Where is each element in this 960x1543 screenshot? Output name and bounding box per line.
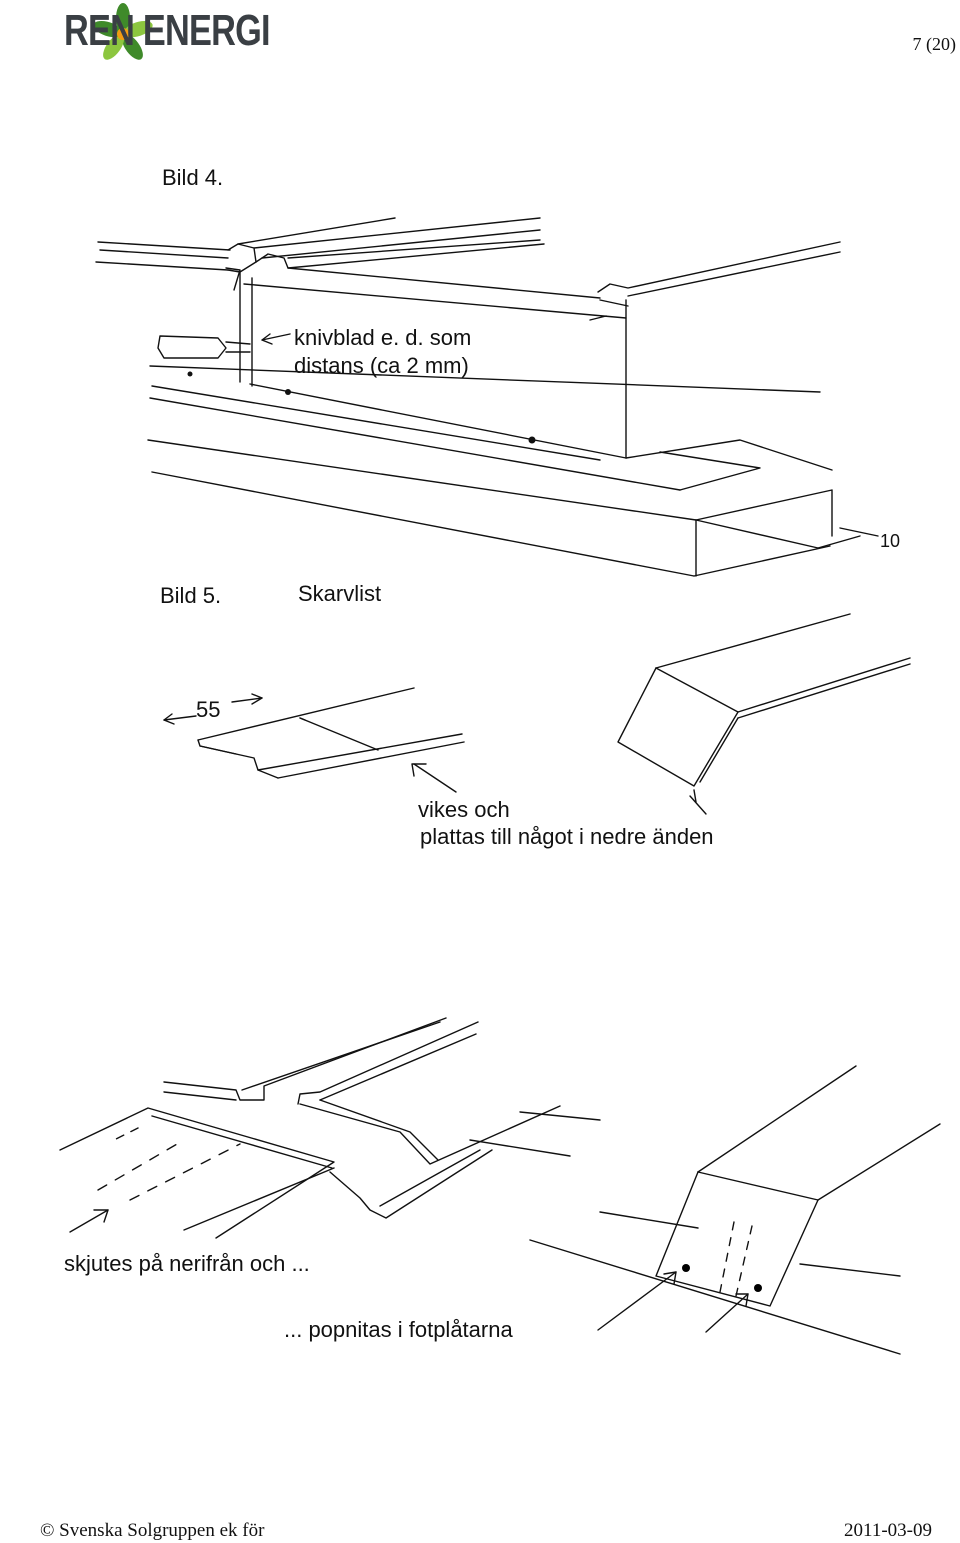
installation-annotation-left: skjutes på nerifrån och ... <box>64 1251 310 1276</box>
bild5-annotation-line1: vikes och <box>418 797 510 822</box>
footer-copyright: © Svenska Solgruppen ek för <box>40 1520 265 1541</box>
bild4-annotation-line1: knivblad e. d. som <box>294 325 472 350</box>
page-number: 7 (20) <box>912 34 957 54</box>
bild4-drawing <box>95 217 879 577</box>
bild4-dimension: 10 <box>880 531 901 551</box>
bild5-title: Bild 5. <box>160 583 222 608</box>
installation-annotation-right: ... popnitas i fotplåtarna <box>284 1317 513 1342</box>
bild5-annotation-line2: plattas till något i nedre änden <box>420 824 714 849</box>
ren-energi-logo <box>93 3 153 60</box>
bild4-annotation-line2: distans (ca 2 mm) <box>294 353 469 378</box>
installation-drawing <box>59 1017 941 1355</box>
bild5-subtitle: Skarvlist <box>298 581 382 606</box>
bild5-drawing <box>163 613 911 815</box>
footer-date: 2011-03-09 <box>844 1520 932 1541</box>
brand-name: REN ENERGI <box>64 6 271 55</box>
bild4-title: Bild 4. <box>162 165 224 190</box>
bild5-dimension: 55 <box>196 697 221 722</box>
